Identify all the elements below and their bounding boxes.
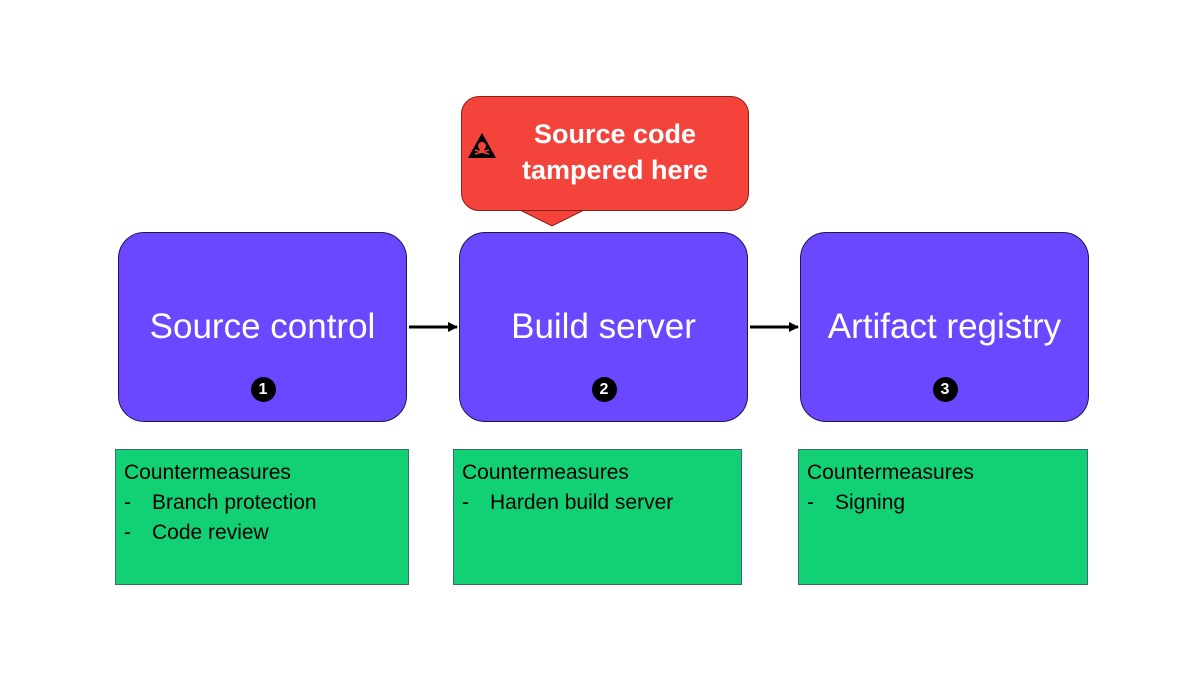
stage-build-server: Build server 2: [459, 232, 748, 422]
countermeasures-build-server: Countermeasures - Harden build server: [453, 449, 742, 585]
stage-number-badge: 3: [932, 377, 958, 402]
list-item: - Signing: [807, 488, 1079, 518]
countermeasures-source-control: Countermeasures - Branch protection - Co…: [115, 449, 409, 585]
countermeasures-title: Countermeasures: [124, 461, 291, 484]
list-item: - Branch protection: [124, 488, 400, 518]
stage-source-control: Source control 1: [118, 232, 407, 422]
countermeasure-text: Branch protection: [152, 491, 317, 514]
list-dash: -: [124, 521, 131, 544]
callout-text: Source code tampered here: [495, 116, 735, 188]
list-item: - Harden build server: [462, 488, 733, 518]
callout-line-2: tampered here: [521, 155, 709, 185]
skull-warning-icon: [468, 133, 496, 158]
list-item: - Code review: [124, 518, 400, 548]
countermeasures-title: Countermeasures: [462, 461, 629, 484]
countermeasure-text: Harden build server: [490, 491, 674, 514]
stage-label: Build server: [511, 307, 696, 346]
list-dash: -: [124, 491, 131, 514]
stage-number-badge: 1: [250, 377, 276, 402]
stage-label: Source control: [149, 307, 376, 346]
countermeasure-text: Signing: [835, 491, 906, 514]
countermeasures-title: Countermeasures: [807, 461, 974, 484]
list-dash: -: [807, 491, 814, 514]
stage-label: Artifact registry: [827, 307, 1062, 346]
callout-line-1: Source code: [533, 119, 697, 149]
countermeasure-text: Code review: [152, 521, 269, 544]
tamper-callout: [461, 96, 749, 211]
stage-number-badge: 2: [591, 377, 617, 402]
list-dash: -: [462, 491, 469, 514]
stage-artifact-registry: Artifact registry 3: [800, 232, 1089, 422]
countermeasures-artifact-registry: Countermeasures - Signing: [798, 449, 1088, 585]
